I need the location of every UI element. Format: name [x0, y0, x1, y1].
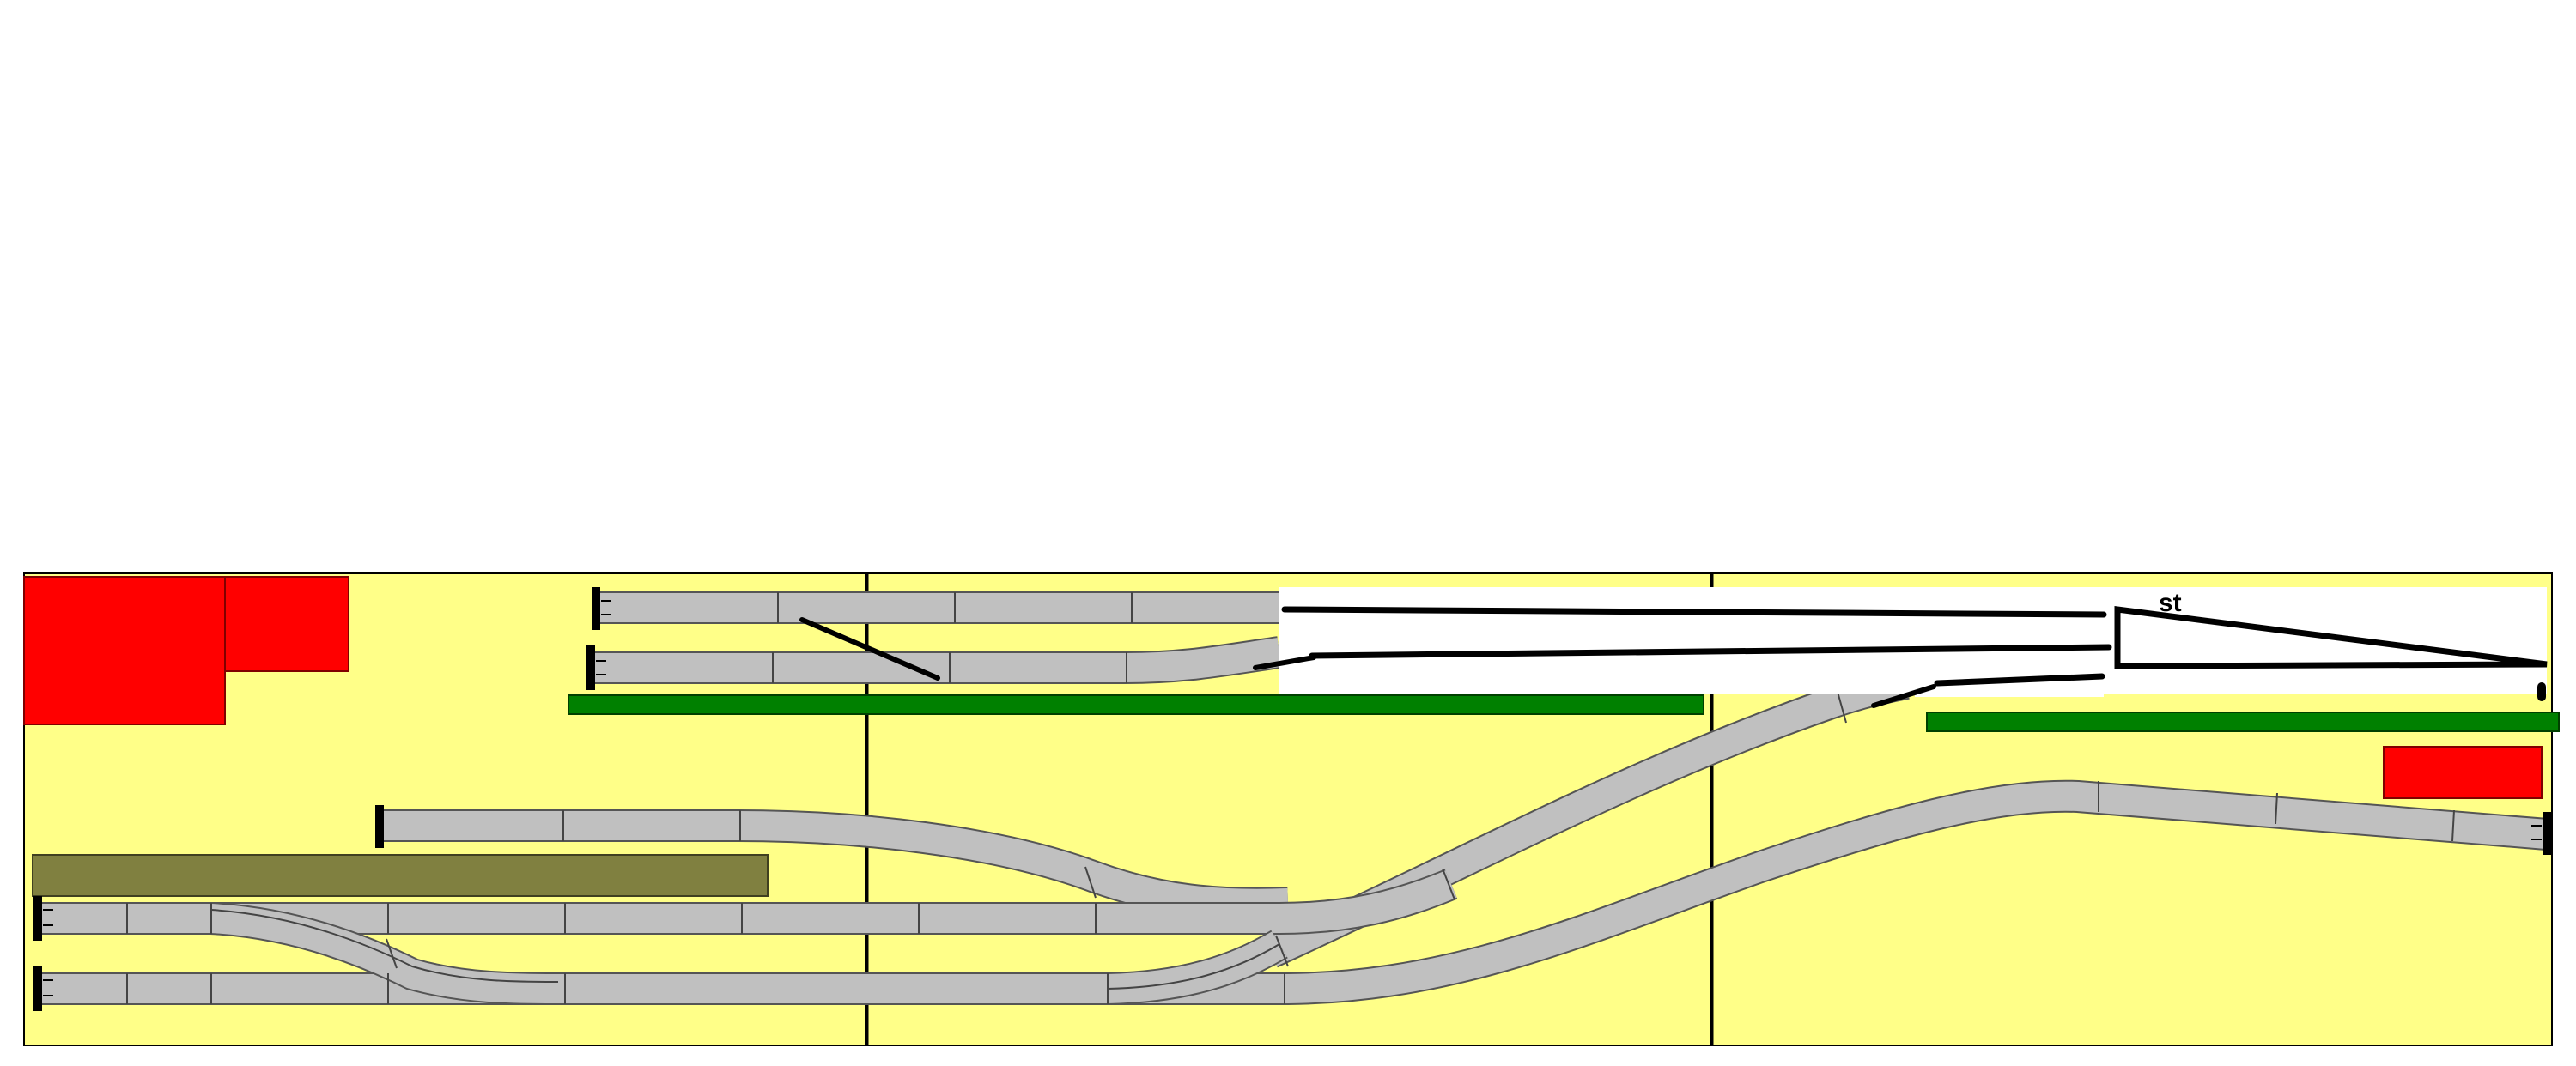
- buffer-stops: [33, 587, 2551, 1011]
- buildings: [23, 576, 2543, 799]
- buffer-stop-icon: [592, 587, 611, 630]
- buffer-stop-icon: [586, 645, 606, 690]
- track-section-joints: [126, 592, 2455, 1004]
- building-icon: [2383, 746, 2543, 799]
- platforms: [32, 694, 2560, 897]
- tracks: [38, 591, 2549, 1005]
- turnout-icon: [1107, 930, 1288, 1005]
- buffer-stop-icon: [33, 966, 53, 1011]
- loading-dock: [32, 854, 769, 897]
- buffer-stop-icon: [2531, 812, 2551, 855]
- building-icon: [23, 576, 226, 725]
- sketch-lines: [799, 606, 2548, 708]
- track-main-b: [38, 779, 2549, 1005]
- track-siding-second: [592, 636, 1282, 684]
- buffer-stop-icon: [33, 896, 53, 941]
- building-icon: [224, 576, 349, 672]
- platform-icon: [1926, 712, 2560, 732]
- sketch-overlay: st: [799, 587, 2548, 708]
- sketch-label: st: [2159, 589, 2182, 617]
- track-main-a: [38, 869, 1458, 935]
- turnout-icon: [210, 902, 559, 1005]
- platform-icon: [568, 694, 1704, 715]
